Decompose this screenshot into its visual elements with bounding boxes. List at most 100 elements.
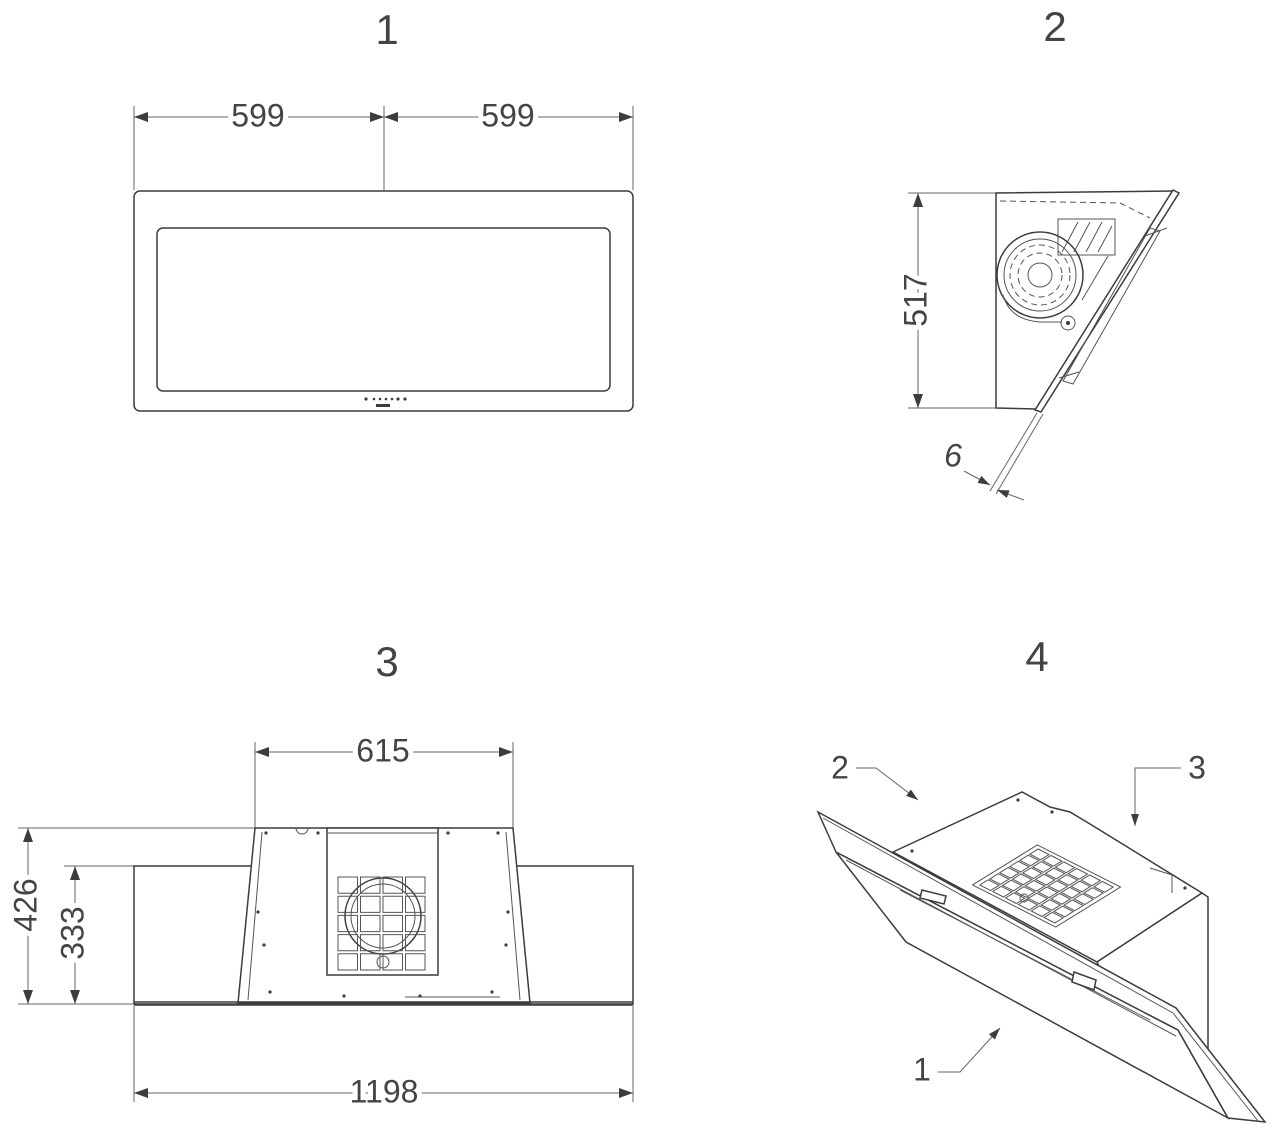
fixing-point [264, 831, 268, 835]
filter-cell [1021, 867, 1043, 880]
housing-inner-edge [505, 831, 521, 1001]
dimension-left-width: 599 [231, 97, 284, 133]
filter-cell [1042, 911, 1065, 924]
view-3-top: 3 615 426 333 [2, 638, 634, 1114]
filter-cell [1027, 892, 1049, 905]
control-mark [378, 397, 382, 401]
filter-cell [991, 885, 1013, 898]
filter-frame [971, 844, 1122, 928]
fixing-point [490, 990, 494, 994]
filter-cell [1082, 887, 1105, 899]
fixing-point [1016, 798, 1020, 802]
motor-cap [1060, 315, 1076, 331]
fixing-point [496, 831, 500, 835]
filter-cell [1018, 854, 1041, 867]
filter-grid-top-view [337, 876, 426, 971]
housing-lower-edge [1002, 294, 1062, 323]
view-4-isometric: 4 2 3 1 [816, 633, 1267, 1123]
filter-cell [1072, 893, 1095, 906]
fan-blades [1009, 244, 1071, 306]
filter-center-knob [376, 955, 390, 969]
control-mark [403, 397, 407, 401]
fixing-point [316, 831, 320, 835]
filter-cell [1060, 886, 1082, 899]
filter-grid-isometric [971, 844, 1122, 928]
mounting-hole [295, 827, 309, 835]
filter-cell [360, 914, 381, 933]
view-3-label: 3 [375, 638, 398, 685]
control-panel-marks [364, 397, 407, 407]
filter-cell [1001, 879, 1023, 892]
fan-blades-inner [1017, 252, 1063, 298]
filter-cell [1004, 892, 1026, 905]
hidden-edge-line [999, 200, 1151, 219]
view-2-side: 2 517 6 [892, 3, 1181, 501]
callout-leader [938, 1027, 1001, 1073]
filter-cell [360, 876, 381, 894]
view-4-label: 4 [1025, 633, 1048, 680]
fixing-point [506, 910, 510, 914]
bracket-clip [1058, 371, 1080, 379]
extension-line [995, 413, 1044, 495]
glass-hinge [919, 889, 947, 905]
filter-cell [1062, 899, 1085, 912]
housing-inner-edge [247, 831, 263, 1001]
filter-cell [1054, 861, 1076, 874]
hood-glass-panel [156, 227, 611, 392]
callout-label: 1 [913, 1051, 931, 1087]
fixing-point [910, 849, 914, 853]
filter-cell [1008, 860, 1031, 873]
motor-cap-center [1066, 321, 1070, 325]
filter-cell [1037, 886, 1059, 899]
filter-cell [1044, 867, 1066, 880]
hood-outer-panel [133, 190, 634, 412]
filter-cell [1017, 898, 1039, 911]
side-glass-panel [1033, 189, 1181, 413]
filter-cell [337, 914, 358, 933]
filter-cell [382, 953, 403, 971]
filter-cell [382, 876, 403, 894]
filter-cell [1028, 848, 1051, 861]
filter-cell [360, 934, 381, 952]
callout-label: 2 [831, 749, 849, 785]
blower-fan [996, 218, 1116, 331]
filter-cell [382, 895, 403, 913]
brand-logo-mark [376, 404, 390, 407]
view-1-front: 1 599 599 [133, 6, 634, 412]
dimension-canopy-depth: 333 [54, 906, 90, 959]
filter-cell [1040, 899, 1062, 911]
glass-bracket [1062, 227, 1161, 385]
extension-line [989, 412, 1038, 492]
filter-cell [1067, 867, 1089, 880]
filter-cell [1092, 880, 1115, 893]
filter-cell [1034, 873, 1056, 886]
fixing-point [268, 990, 272, 994]
filter-cell [1014, 886, 1036, 898]
dimension-arrow-thickness [996, 489, 1025, 501]
filter-cell [1031, 861, 1053, 873]
control-mark [384, 397, 388, 401]
glass-front-inner-edge [822, 817, 1174, 1014]
outlet-slat [1097, 225, 1113, 253]
filter-cell [360, 895, 381, 913]
bracket-clip [1144, 227, 1168, 237]
filter-cell [998, 866, 1021, 879]
filter-cell [405, 876, 426, 894]
housing-edge [1081, 255, 1109, 301]
filter-cell [337, 934, 358, 952]
filter-cell [1050, 892, 1072, 905]
view-2-label: 2 [1043, 3, 1066, 50]
fan-hub [1027, 262, 1053, 288]
filter-cell [1080, 874, 1102, 887]
fixing-point [342, 994, 346, 998]
outlet-slat [1085, 221, 1103, 253]
blower-outlet [1057, 218, 1116, 256]
glass-hinge [1071, 970, 1097, 992]
filter-cell [1070, 880, 1092, 893]
filter-cell [382, 914, 403, 933]
filter-cell [337, 876, 358, 894]
filter-knob [1019, 893, 1029, 903]
dimension-total-depth: 426 [7, 878, 43, 931]
fixing-point [504, 943, 508, 947]
fixing-point [446, 831, 450, 835]
